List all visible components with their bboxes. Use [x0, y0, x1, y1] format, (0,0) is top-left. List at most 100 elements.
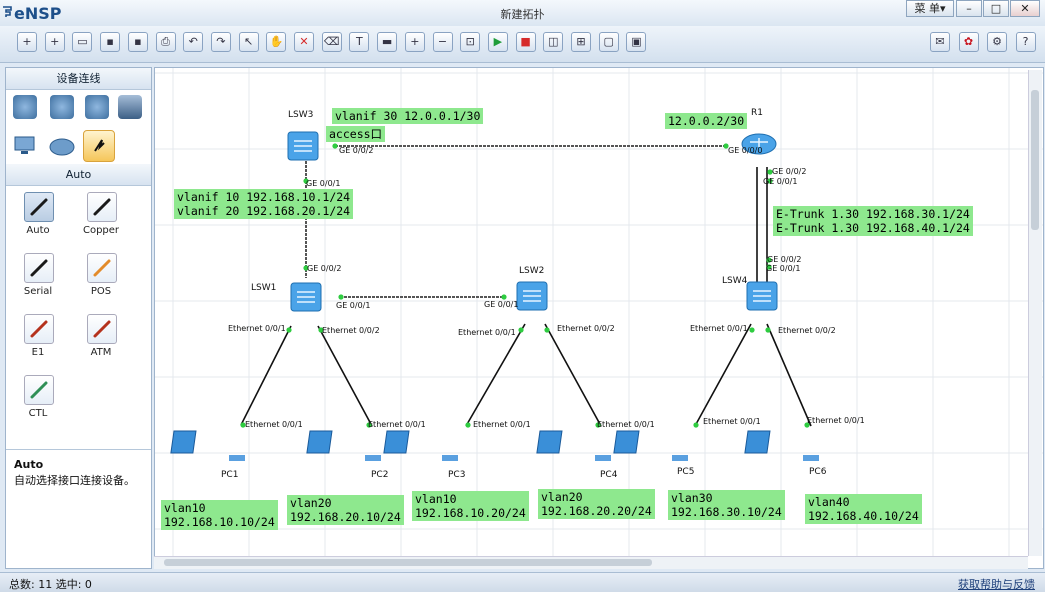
horizontal-scroll-thumb[interactable] [164, 559, 652, 566]
delete-links-icon[interactable]: ⌫ [321, 32, 342, 52]
undo-icon[interactable]: ↶ [183, 32, 204, 52]
cloud-category-icon[interactable] [48, 134, 75, 158]
link-type-atm[interactable] [87, 314, 117, 344]
maximize-button[interactable]: □ [983, 0, 1009, 17]
lsw2-switch-icon[interactable] [516, 281, 548, 311]
close-button[interactable]: ✕ [1010, 0, 1040, 17]
link-section-header: Auto [6, 164, 151, 186]
note-lsw3-access[interactable]: access口 [326, 126, 386, 142]
open-icon[interactable]: ▭ [72, 32, 93, 52]
link-type-serial[interactable] [24, 253, 54, 283]
save-icon[interactable]: ▪ [100, 32, 121, 52]
note-lsw3-vlanifs[interactable]: vlanif 10 192.168.10.1/24 vlanif 20 192.… [174, 189, 354, 219]
print-icon[interactable]: ⎙ [155, 32, 176, 52]
switch-arrows [523, 290, 541, 302]
fullscreen-icon[interactable]: ▢ [598, 32, 619, 52]
text-icon[interactable]: T [349, 32, 370, 52]
redo-icon[interactable]: ↷ [210, 32, 231, 52]
help-icon[interactable]: ? [1015, 32, 1036, 52]
link-type-e1[interactable] [24, 314, 54, 344]
link-status-dot [767, 169, 773, 175]
pc-category-icon[interactable] [13, 134, 37, 158]
link-type-auto[interactable] [24, 192, 54, 222]
link-type-ctl[interactable] [24, 375, 54, 405]
settings-icon[interactable]: ⚙ [987, 32, 1007, 52]
link-type-label: POS [90, 286, 112, 297]
zoom-out-icon[interactable]: − [432, 32, 453, 52]
pc4-computer-icon[interactable] [536, 430, 563, 454]
link-status-dot [465, 422, 471, 428]
lsw1-switch-icon[interactable] [290, 282, 322, 312]
huawei-icon[interactable]: ✿ [958, 32, 979, 52]
port-label-r1-ge002: GE 0/0/2 [772, 167, 806, 176]
note-etrunk[interactable]: E-Trunk 1.30 192.168.30.1/24 E-Trunk 1.3… [773, 206, 973, 236]
link-type-label: Auto [26, 225, 50, 236]
link-status-dot [332, 143, 338, 149]
chat-icon[interactable]: ✉ [930, 32, 950, 52]
pc6-computer-icon[interactable] [744, 430, 771, 454]
minimize-button[interactable]: – [956, 0, 982, 17]
pc5-keyboard-icon [672, 455, 688, 461]
note-pc5[interactable]: vlan30 192.168.30.10/24 [668, 490, 785, 520]
pc2-computer-icon[interactable] [306, 430, 333, 454]
app-name: eNSP [14, 4, 62, 23]
port-label-lsw4-e002: Ethernet 0/0/2 [778, 326, 836, 335]
wireless-category-icon[interactable] [85, 95, 109, 119]
note-pc1[interactable]: vlan10 192.168.10.10/24 [161, 500, 278, 530]
pc3-computer-icon[interactable] [383, 430, 410, 454]
port-label-lsw1-ge001: GE 0/0/1 [336, 301, 370, 310]
device-label-pc6: PC6 [809, 467, 827, 477]
stop-icon[interactable]: ■ [515, 32, 536, 52]
connection-category-icon[interactable] [83, 130, 115, 162]
note-pc4[interactable]: vlan20 192.168.20.20/24 [538, 489, 655, 519]
pan-icon[interactable]: ✋ [266, 32, 287, 52]
help-feedback-link[interactable]: 获取帮助与反馈 [958, 578, 1035, 591]
device-label-pc3: PC3 [448, 470, 465, 480]
link-status-dot [595, 422, 601, 428]
link-status-dot [286, 327, 292, 333]
lsw4-switch-icon[interactable] [746, 281, 778, 311]
network-link [544, 323, 602, 427]
fit-icon[interactable]: ⊡ [460, 32, 481, 52]
port-label-pc6-e: Ethernet 0/0/1 [807, 416, 865, 425]
new-template-icon[interactable]: + [44, 32, 65, 52]
pc1-computer-icon[interactable] [170, 430, 197, 454]
device-label-pc2: PC2 [371, 470, 388, 480]
link-status-dot [749, 327, 755, 333]
switch-arrows [297, 291, 315, 303]
switch-category-icon[interactable] [50, 95, 74, 119]
firewall-category-icon[interactable] [118, 95, 142, 119]
capture-icon[interactable]: ◫ [543, 32, 564, 52]
port-label-lsw4-e001: Ethernet 0/0/1 [690, 324, 748, 333]
delete-icon[interactable]: ✕ [294, 32, 314, 52]
new-topology-icon[interactable]: + [17, 32, 37, 52]
screenshot-icon[interactable]: ▣ [626, 32, 647, 52]
pc5-computer-icon[interactable] [613, 430, 640, 454]
topology-icon[interactable]: ⊞ [571, 32, 591, 52]
palette-icon[interactable]: ▬ [377, 32, 398, 52]
main-menu-button[interactable]: 菜 单▾ [906, 0, 954, 17]
description-title: Auto [14, 458, 44, 471]
select-icon[interactable]: ↖ [238, 32, 259, 52]
link-status-dot [303, 178, 309, 184]
lsw3-switch-icon[interactable] [287, 131, 319, 161]
horizontal-scrollbar[interactable] [154, 556, 1028, 569]
link-type-copper[interactable] [87, 192, 117, 222]
note-pc2[interactable]: vlan20 192.168.20.10/24 [287, 495, 404, 525]
link-type-label: Copper [82, 225, 120, 236]
note-r1-ip[interactable]: 12.0.0.2/30 [665, 113, 748, 129]
router-category-icon[interactable] [13, 95, 37, 119]
network-link [240, 325, 292, 426]
link-type-pos[interactable] [87, 253, 117, 283]
note-pc6[interactable]: vlan40 192.168.40.10/24 [805, 494, 922, 524]
vertical-scroll-thumb[interactable] [1031, 90, 1039, 230]
save-as-icon[interactable]: ▪ [127, 32, 148, 52]
description-text: 自动选择接口连接设备。 [14, 474, 135, 487]
vertical-scrollbar[interactable] [1028, 70, 1042, 556]
note-pc3[interactable]: vlan10 192.168.10.20/24 [412, 491, 529, 521]
note-lsw3-vlanif30[interactable]: vlanif 30 12.0.0.1/30 [332, 108, 484, 124]
start-icon[interactable]: ▶ [487, 32, 508, 52]
zoom-in-icon[interactable]: + [404, 32, 425, 52]
